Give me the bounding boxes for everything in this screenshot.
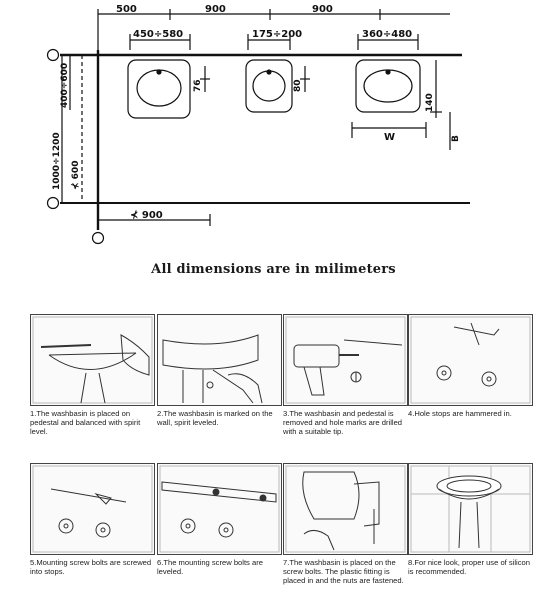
left-dim-600: ⊀ 600 — [70, 161, 81, 190]
step-3-illustration — [283, 314, 408, 406]
basin-dim-2: 175÷200 — [252, 29, 302, 40]
basin-dim-3: 360÷480 — [362, 29, 412, 40]
step-2: 2.The washbasin is marked on the wall, s… — [157, 314, 282, 427]
vertical-dim-140: 140 — [425, 93, 435, 112]
step-7-illustration — [283, 463, 408, 555]
step-8-caption: 8.For nice look, proper use of silicon i… — [408, 558, 530, 576]
bottom-dim-900: ⊀ 900 — [130, 210, 163, 221]
top-dim-900-a: 900 — [205, 4, 226, 15]
step-4-caption: 4.Hole stops are hammered in. — [408, 409, 512, 418]
step-8-illustration — [408, 463, 533, 555]
step-5-caption: 5.Mounting screw bolts are screwed into … — [30, 558, 152, 576]
step-8: 8.For nice look, proper use of silicon i… — [408, 463, 533, 576]
basin-dim-1: 450÷580 — [133, 29, 183, 40]
step-2-illustration — [157, 314, 282, 406]
step-2-caption: 2.The washbasin is marked on the wall, s… — [157, 409, 273, 427]
step-3-caption: 3.The washbasin and pedestal is removed … — [283, 409, 403, 436]
installation-plan-drawing: 500 900 900 450÷580 175÷200 360÷480 76 8… — [46, 4, 470, 245]
width-label: W — [384, 132, 395, 143]
step-6-illustration — [157, 463, 282, 555]
step-7-caption: 7.The washbasin is placed on the screw b… — [283, 558, 404, 585]
dimensions-note: All dimensions are in milimeters — [151, 262, 396, 277]
step-1-illustration — [30, 314, 155, 406]
vertical-dim-80: 80 — [293, 79, 303, 92]
step-5: 5.Mounting screw bolts are screwed into … — [30, 463, 155, 576]
step-1: 1.The washbasin is placed on pedestal an… — [30, 314, 155, 436]
step-4-illustration — [408, 314, 533, 406]
top-dim-900-b: 900 — [312, 4, 333, 15]
step-5-illustration — [30, 463, 155, 555]
step-1-caption: 1.The washbasin is placed on pedestal an… — [30, 409, 141, 436]
step-7: 7.The washbasin is placed on the screw b… — [283, 463, 408, 585]
vertical-dim-B: B — [451, 135, 461, 142]
vertical-dim-76: 76 — [193, 79, 203, 92]
step-6-caption: 6.The mounting screw bolts are leveled. — [157, 558, 263, 576]
step-3: 3.The washbasin and pedestal is removed … — [283, 314, 408, 436]
left-dim-1000-1200: 1000÷1200 — [52, 132, 62, 190]
step-6: 6.The mounting screw bolts are leveled. — [157, 463, 282, 576]
top-dim-500: 500 — [116, 4, 137, 15]
step-4: 4.Hole stops are hammered in. — [408, 314, 533, 418]
left-dim-400-600: 400÷600 — [60, 63, 70, 108]
